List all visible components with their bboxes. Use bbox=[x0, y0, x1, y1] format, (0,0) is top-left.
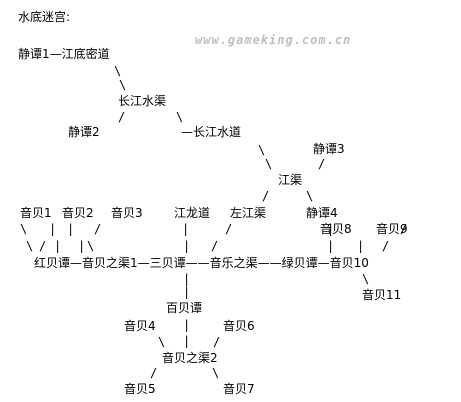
connector: | bbox=[183, 272, 191, 286]
connector: / bbox=[382, 239, 390, 253]
connector: | bbox=[357, 239, 365, 253]
node-label: 静谭2 bbox=[68, 125, 100, 139]
connector: | bbox=[67, 222, 75, 236]
node-label: 长江水渠 bbox=[118, 94, 167, 108]
node-label: 音贝3 bbox=[111, 206, 143, 220]
connector: \ bbox=[258, 143, 266, 157]
connector: \ bbox=[114, 64, 122, 78]
main-route-row: 红贝谭—音贝之渠1—三贝谭——音乐之渠——绿贝谭—音贝10 bbox=[34, 256, 369, 270]
node-label: 音贝8 bbox=[320, 222, 352, 236]
connector: / bbox=[213, 335, 221, 349]
connector: / bbox=[211, 239, 219, 253]
connector: \ bbox=[362, 272, 370, 286]
connector: \ bbox=[26, 239, 34, 253]
connector: | bbox=[182, 222, 190, 236]
node-label: 江龙道 bbox=[174, 206, 211, 220]
connector: / bbox=[262, 189, 270, 203]
connector: / bbox=[225, 222, 233, 236]
connector: \ bbox=[212, 366, 220, 380]
node-label: 音贝之渠2 bbox=[162, 351, 218, 365]
map-title: 水底迷宫: bbox=[18, 10, 71, 24]
connector: | bbox=[183, 285, 191, 299]
connector: / bbox=[318, 157, 326, 171]
connector: \ bbox=[265, 157, 273, 171]
connector: | bbox=[183, 334, 191, 348]
node-label: 百贝谭 bbox=[166, 301, 203, 315]
node-label: 音贝11 bbox=[362, 288, 402, 302]
connector: / bbox=[150, 366, 158, 380]
connector: | bbox=[327, 222, 335, 236]
connector: | bbox=[49, 222, 57, 236]
node-label: 音贝5 bbox=[124, 382, 156, 396]
node-label: 音贝4 bbox=[124, 319, 156, 333]
connector: | bbox=[183, 239, 191, 253]
connector: / bbox=[400, 222, 408, 236]
connector: \ bbox=[119, 78, 127, 92]
node-label: —长江水道 bbox=[181, 125, 242, 139]
node-label: 音贝6 bbox=[223, 319, 255, 333]
node-label: 左江渠 bbox=[230, 206, 267, 220]
connector: \ bbox=[306, 189, 314, 203]
connector: | bbox=[54, 239, 62, 253]
node-label: 静谭4 bbox=[306, 206, 338, 220]
node-label: 音贝7 bbox=[223, 382, 255, 396]
node-label: 音贝2 bbox=[62, 206, 94, 220]
connector: | bbox=[78, 239, 86, 253]
watermark-logo: www.gameking.com.cn bbox=[195, 33, 352, 47]
connector: / bbox=[118, 110, 126, 124]
connector: \ bbox=[20, 222, 28, 236]
connector: \ bbox=[158, 335, 166, 349]
connector: \ bbox=[87, 239, 95, 253]
connector: / bbox=[39, 239, 47, 253]
connector: | bbox=[183, 318, 191, 332]
node-label: 音贝1 bbox=[20, 206, 52, 220]
node-label: 音贝9 bbox=[376, 222, 408, 236]
node-label: 江渠 bbox=[278, 173, 303, 187]
node-label: 静谭3 bbox=[313, 142, 345, 156]
connector: / bbox=[94, 222, 102, 236]
node-label: 静谭1—江底密道 bbox=[18, 47, 110, 61]
connector: | bbox=[327, 239, 335, 253]
connector: \ bbox=[176, 110, 184, 124]
